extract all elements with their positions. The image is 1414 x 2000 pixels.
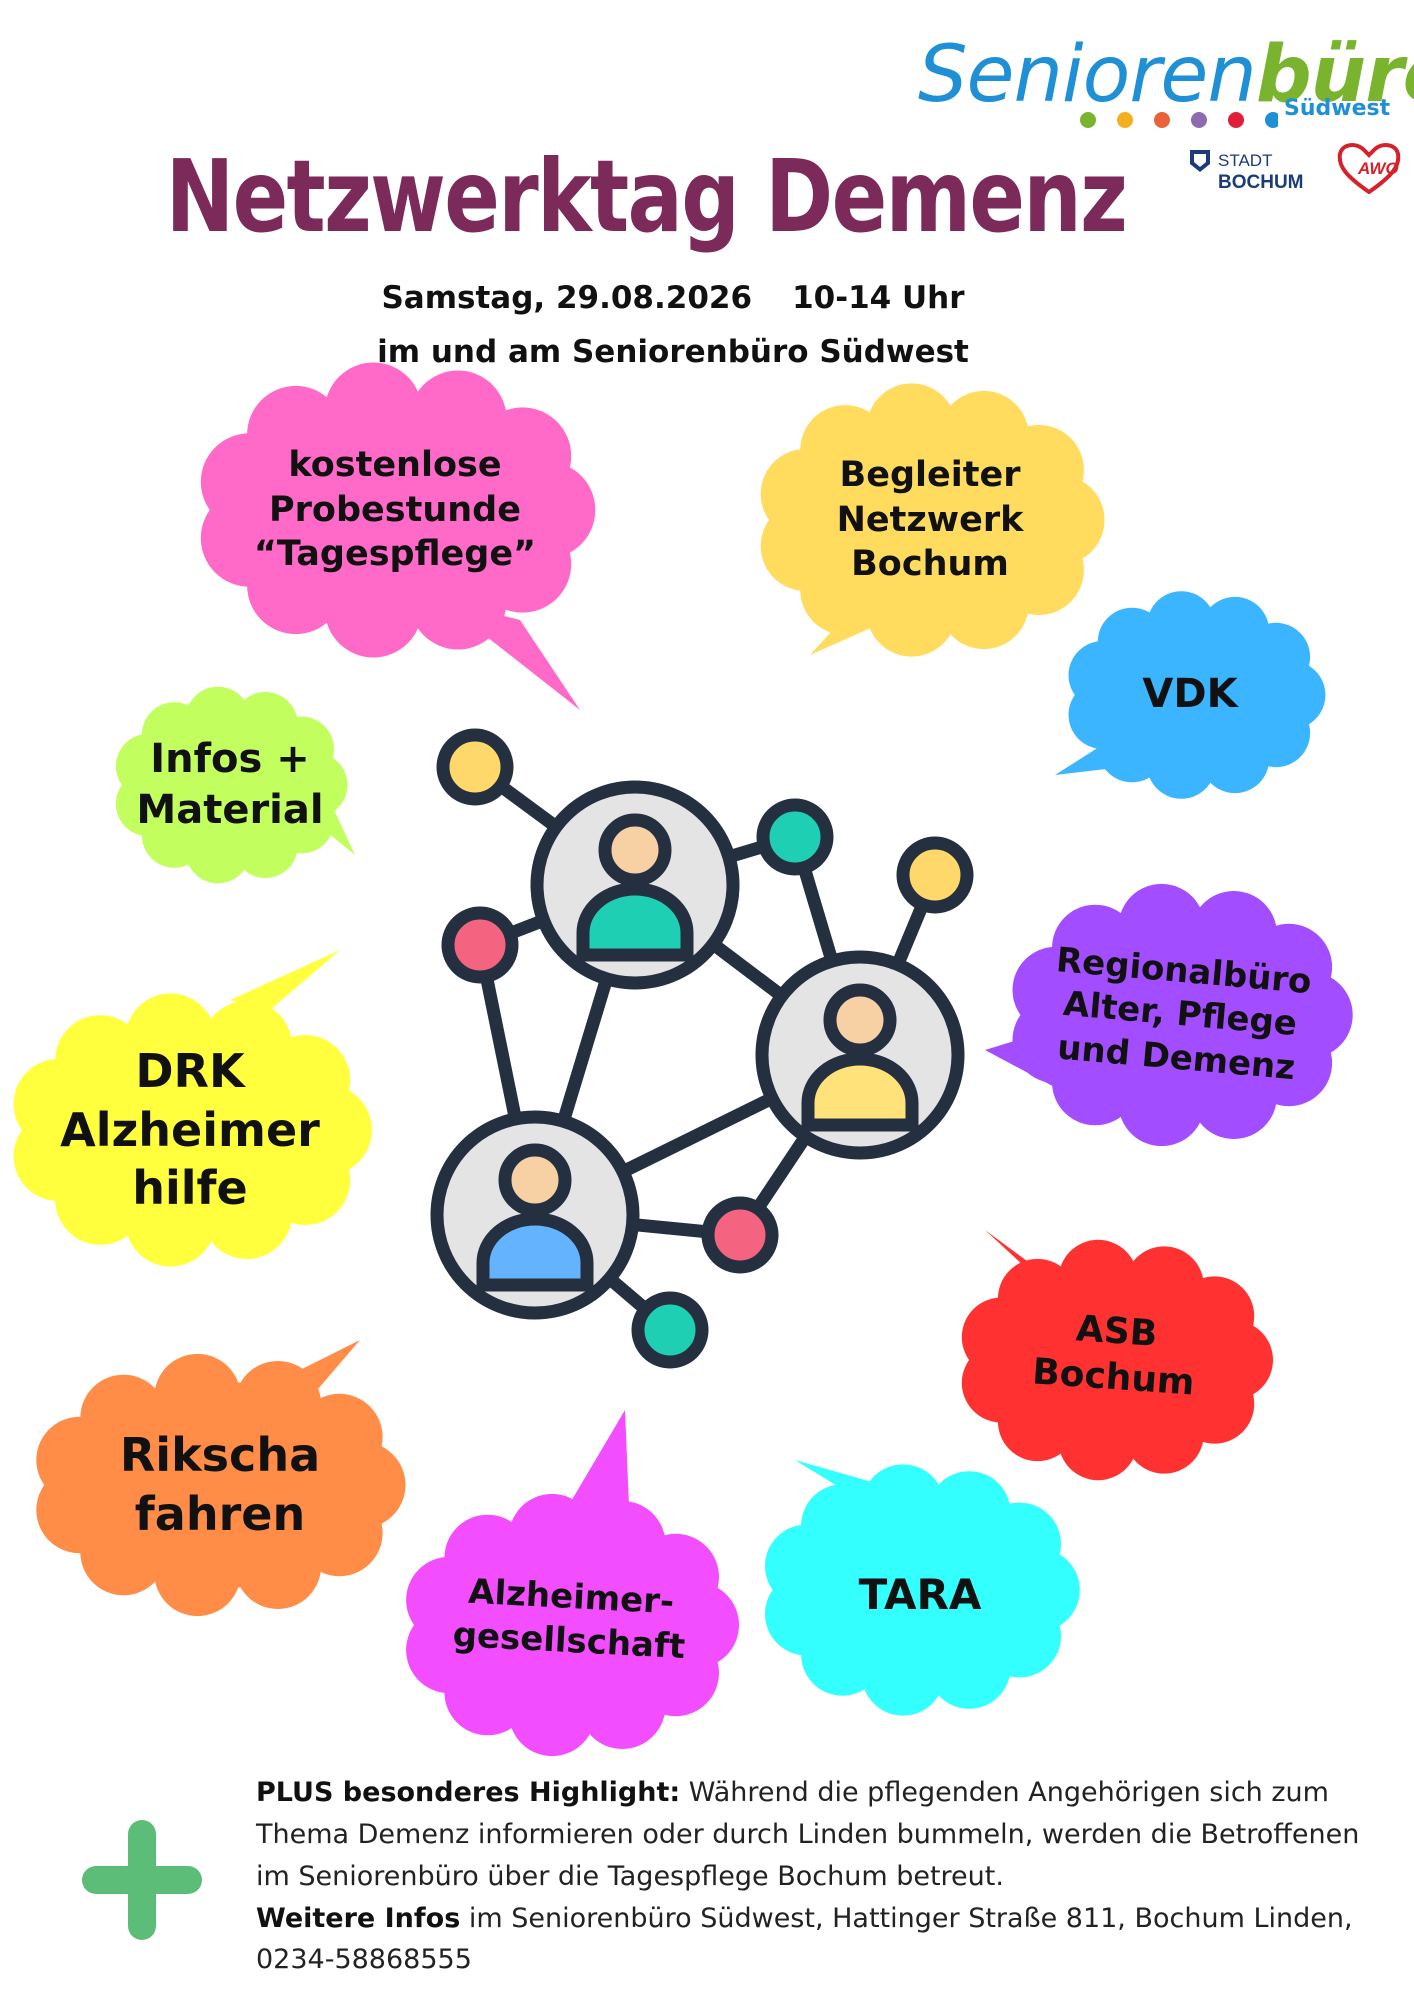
bubble-line: fahren [134, 1487, 306, 1541]
info-label: Weitere Infos [256, 1902, 461, 1934]
network-node [631, 1291, 709, 1369]
bubble-line: Begleiter [839, 454, 1021, 495]
logo-dot [1117, 112, 1133, 128]
network-illustration [430, 728, 974, 1369]
awo-logo: AWO [1337, 143, 1401, 194]
logo-dot [1080, 112, 1096, 128]
bubble-shape-vdk [1055, 591, 1326, 799]
bubble-line: Infos + [150, 735, 310, 782]
event-date: Samstag, 29.08.2026 [381, 280, 753, 316]
logo-dots [1080, 112, 1278, 128]
logo-dot [1154, 112, 1170, 128]
footer-text: PLUS besonderes Highlight: Während die p… [256, 1772, 1376, 1981]
bubble-shape-regionalbuero [985, 883, 1353, 1147]
plus-icon [82, 1820, 202, 1940]
logo-name-part1: Senioren [918, 30, 1257, 120]
logo-dot [1228, 112, 1244, 128]
network-node [436, 728, 514, 806]
bubble-line: hilfe [132, 1161, 248, 1216]
page-title: Netzwerktag Demenz [165, 138, 1128, 255]
bubble-tara: TARA [810, 1560, 1030, 1630]
partner-stadt-line2: BOCHUM [1218, 172, 1304, 193]
bubble-shape-tagespflege [200, 362, 596, 710]
event-time: 10-14 Uhr [792, 280, 965, 316]
bubble-line: Bochum [851, 544, 1009, 585]
logo-subtitle: Südwest [1284, 96, 1391, 121]
bubble-shape-infos [115, 686, 355, 884]
bubble-line: VDK [1142, 671, 1238, 718]
bubble-line: Alzheimer [60, 1102, 320, 1157]
heart-icon [1337, 143, 1401, 194]
network-node [756, 798, 834, 876]
network-node [701, 1196, 779, 1274]
bubble-shape-tara [765, 1460, 1080, 1716]
event-date-line: Samstag, 29.08.2026 10-14 Uhr [0, 280, 1414, 316]
bubble-vdk: VDK [1080, 660, 1300, 730]
seniorenbuero-logo: Seniorenbüro [918, 30, 1414, 120]
event-venue: im und am Seniorenbüro Südwest [377, 334, 969, 370]
person-icon [755, 950, 965, 1160]
network-node [441, 906, 519, 984]
bubble-shape-asb [961, 1230, 1273, 1481]
bubble-line: kostenlose [288, 444, 502, 485]
bubble-shape-begleiter [760, 383, 1105, 657]
bubble-line: TARA [858, 1570, 982, 1620]
bubble-line: Probestunde [269, 489, 521, 530]
highlight-text: Während die pflegenden Angehörigen sich … [256, 1777, 1360, 1892]
person-icon [430, 1110, 640, 1320]
highlight-label: PLUS besonderes Highlight: [256, 1777, 681, 1808]
info-text: im Seniorenbüro Südwest, Hattinger Straß… [256, 1902, 1353, 1976]
bubble-shape-alzheimerges [406, 1410, 739, 1757]
bubble-infos-material: Infos + Material [120, 725, 340, 845]
stadt-bochum-logo: STADT BOCHUM [1190, 150, 1304, 193]
bubble-shape-riksch [36, 1340, 406, 1617]
logo-dot [1265, 112, 1278, 128]
bubble-shape-drk [13, 950, 372, 1267]
bubble-line: Netzwerk [836, 499, 1024, 540]
network-node [896, 836, 974, 914]
logo-name-part2: büro [1255, 30, 1414, 120]
bubble-line: “Tagespflege” [253, 534, 537, 575]
bubble-line: Material [136, 787, 324, 833]
partner-awo-label: AWO [1357, 159, 1399, 178]
bubble-alzheimer-gesellschaft: Alzheimer-gesellschaft [427, 1553, 713, 1687]
bubble-line: DRK [135, 1043, 245, 1098]
bubble-line: Rikscha [119, 1428, 321, 1483]
logo-dot [1191, 112, 1207, 128]
person-icon [530, 780, 740, 990]
partner-stadt-line1: STADT [1218, 151, 1272, 170]
